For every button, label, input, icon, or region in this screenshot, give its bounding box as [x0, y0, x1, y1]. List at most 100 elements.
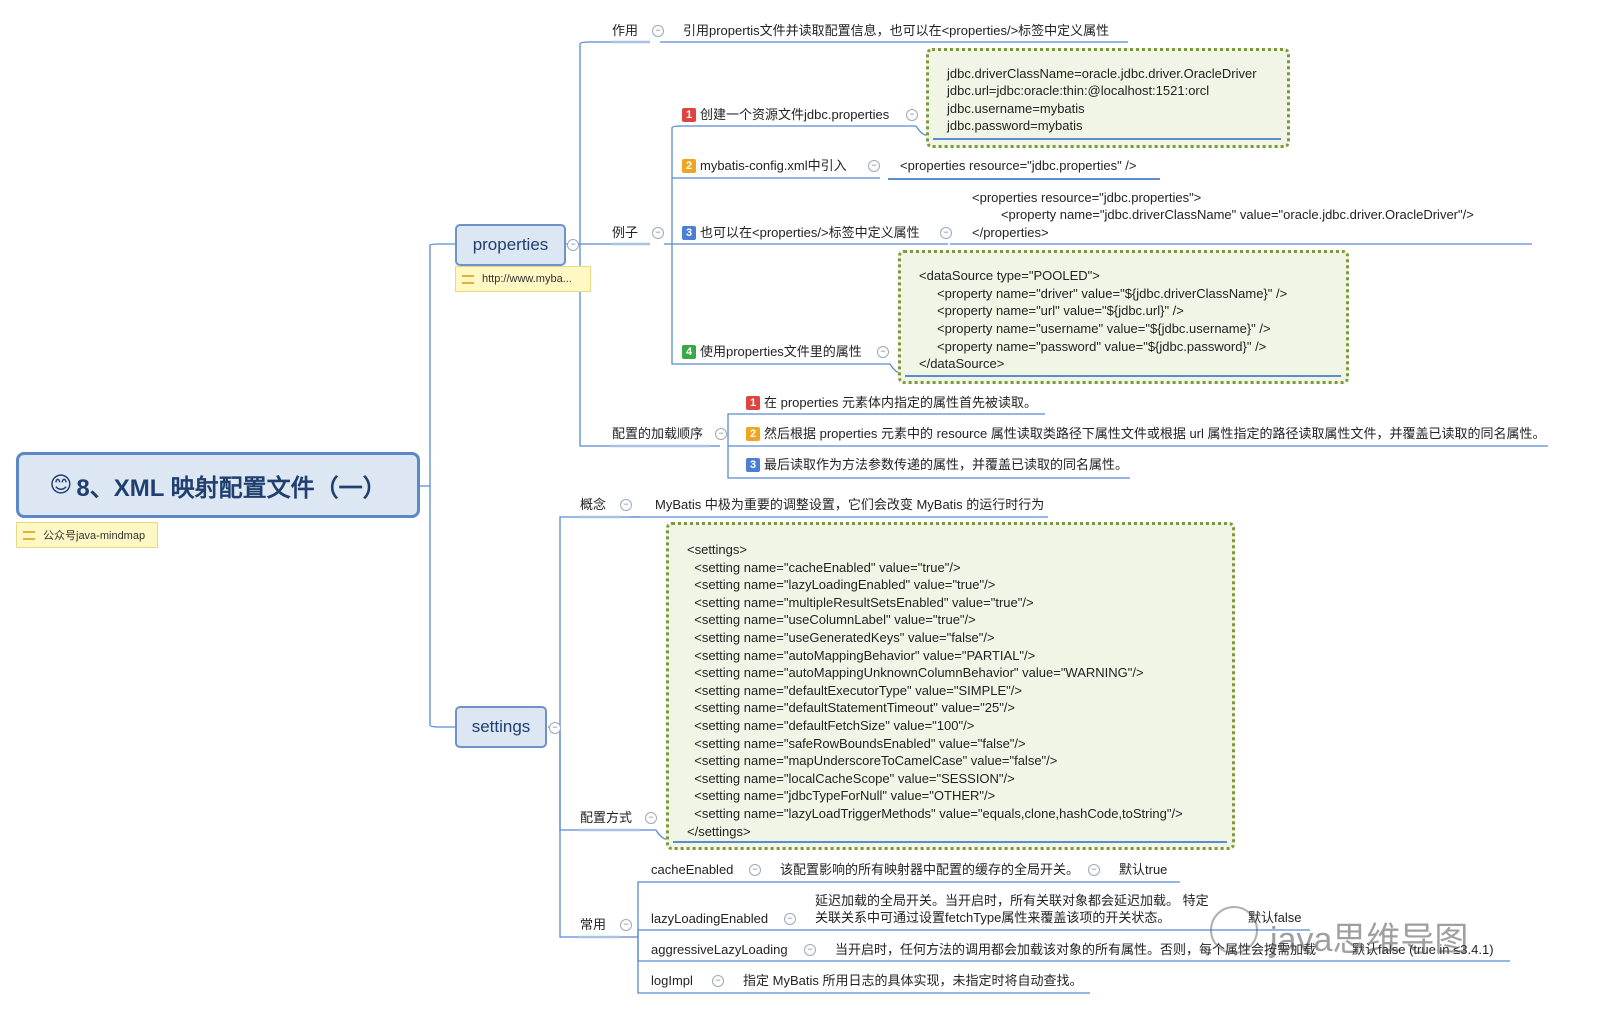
code-line: jdbc.username=mybatis	[947, 101, 1085, 116]
collapse-icon[interactable]: −	[620, 499, 632, 511]
collapse-icon[interactable]: −	[749, 864, 761, 876]
common-label[interactable]: 常用	[580, 917, 607, 932]
code-line: <setting name="safeRowBoundsEnabled" val…	[687, 735, 1026, 751]
common-item-desc[interactable]: 该配置影响的所有映射器中配置的缓存的全局开关。	[780, 862, 1080, 877]
code-line: <property name="username" value="${jdbc.…	[919, 321, 1271, 336]
priority-4-icon: 4	[682, 345, 696, 359]
settings-code-box[interactable]: <settings> <setting name="cacheEnabled" …	[666, 522, 1235, 850]
order-item-2[interactable]: 2 然后根据 properties 元素中的 resource 属性读取类路径下属…	[746, 426, 1546, 442]
properties-note-text: http://www.myba...	[482, 273, 572, 285]
jdbc-properties-code-box[interactable]: jdbc.driverClassName=oracle.jdbc.driver.…	[926, 48, 1290, 148]
datasource-code-box[interactable]: <dataSource type="POOLED"> <property nam…	[898, 250, 1349, 384]
settings-label: settings	[471, 717, 531, 736]
code-line: <settings>	[687, 542, 747, 557]
lizi-item-3-code-line[interactable]: <properties resource="jdbc.properties">	[972, 190, 1202, 205]
collapse-icon[interactable]: −	[868, 160, 880, 172]
code-line: <setting name="autoMappingBehavior" valu…	[687, 647, 1036, 663]
code-line: jdbc.url=jdbc:oracle:thin:@localhost:152…	[947, 83, 1210, 98]
code-line: <setting name="lazyLoadTriggerMethods" v…	[687, 806, 1183, 821]
lizi-item-2-label: mybatis-config.xml中引入	[700, 158, 847, 173]
common-item-name[interactable]: lazyLoadingEnabled	[651, 911, 769, 926]
common-item-name[interactable]: aggressiveLazyLoading	[651, 942, 788, 957]
code-line: jdbc.password=mybatis	[947, 118, 1083, 133]
common-item-desc[interactable]: 指定 MyBatis 所用日志的具体实现，未指定时将自动查找。	[743, 973, 1083, 988]
common-item-desc[interactable]: 当开启时，任何方法的调用都会加载该对象的所有属性。否则，每个属性会按需加载	[835, 942, 1317, 957]
collapse-icon[interactable]: −	[906, 109, 918, 121]
watermark: java思维导图	[1270, 921, 1469, 959]
collapse-icon[interactable]: −	[712, 975, 724, 987]
common-item-default[interactable]: 默认true	[1119, 862, 1168, 877]
collapse-icon[interactable]: −	[940, 227, 952, 239]
lizi-item-3-code-line[interactable]: <property name="jdbc.driverClassName" va…	[972, 207, 1474, 222]
smile-emoji-icon: 😊	[49, 472, 73, 497]
collapse-icon[interactable]: −	[549, 722, 561, 734]
common-item-default[interactable]: 默认false (true in ≤3.4.1)	[1352, 942, 1494, 957]
collapse-icon[interactable]: −	[715, 428, 727, 440]
code-line: <setting name="defaultStatementTimeout" …	[687, 700, 1016, 716]
concept-text[interactable]: MyBatis 中极为重要的调整设置，它们会改变 MyBatis 的运行时行为	[655, 497, 1045, 512]
code-line: <setting name="useGeneratedKeys" value="…	[687, 630, 995, 645]
collapse-icon[interactable]: −	[652, 227, 664, 239]
common-item-default[interactable]: 默认false	[1248, 910, 1302, 925]
code-line: </dataSource>	[919, 356, 1005, 371]
code-line: <setting name="localCacheScope" value="S…	[687, 770, 1015, 786]
code-line: jdbc.driverClassName=oracle.jdbc.driver.…	[947, 66, 1257, 81]
code-line: <property name="driver" value="${jdbc.dr…	[919, 286, 1288, 301]
collapse-icon[interactable]: −	[804, 944, 816, 956]
settings-topic[interactable]: settings	[455, 706, 547, 748]
priority-3-icon: 3	[746, 458, 760, 472]
root-note-text: 公众号java-mindmap	[43, 530, 146, 542]
root-title: 8、XML 映射配置文件（一）	[76, 474, 387, 502]
underline	[673, 841, 1227, 843]
order-item-1-text: 在 properties 元素体内指定的属性首先被读取。	[764, 395, 1038, 410]
underline	[933, 138, 1281, 140]
code-line: <setting name="useColumnLabel" value="tr…	[687, 612, 976, 628]
lizi-item-4-label: 使用properties文件里的属性	[700, 344, 862, 359]
priority-2-icon: 2	[682, 159, 696, 173]
collapse-icon[interactable]: −	[645, 812, 657, 824]
properties-topic[interactable]: properties	[455, 224, 566, 266]
zuoyong-label[interactable]: 作用	[612, 23, 639, 38]
code-line: <property name="password" value="${jdbc.…	[919, 339, 1267, 354]
lizi-item-3-code-line[interactable]: </properties>	[972, 225, 1049, 240]
collapse-icon[interactable]: −	[1088, 864, 1100, 876]
properties-label: properties	[472, 235, 549, 254]
code-line: <setting name="multipleResultSetsEnabled…	[687, 594, 1034, 610]
code-line: <dataSource type="POOLED">	[919, 268, 1100, 283]
root-topic[interactable]: 😊 8、XML 映射配置文件（一）	[16, 452, 420, 518]
underline	[888, 178, 1160, 180]
code-line: <setting name="cacheEnabled" value="true…	[687, 559, 961, 575]
order-item-3[interactable]: 3 最后读取作为方法参数传递的属性，并覆盖已读取的同名属性。	[746, 457, 1128, 473]
common-item-desc[interactable]: 延迟加载的全局开关。当开启时，所有关联对象都会延迟加载。 特定	[815, 893, 1209, 908]
properties-note[interactable]: http://www.myba...	[455, 266, 591, 292]
order-item-3-text: 最后读取作为方法参数传递的属性，并覆盖已读取的同名属性。	[764, 457, 1129, 472]
common-item-name[interactable]: logImpl	[651, 973, 693, 988]
lizi-item-2[interactable]: 2 mybatis-config.xml中引入	[682, 158, 847, 174]
lizi-item-4[interactable]: 4 使用properties文件里的属性	[682, 344, 862, 360]
root-note[interactable]: 公众号java-mindmap	[16, 522, 158, 548]
lizi-item-2-text[interactable]: <properties resource="jdbc.properties" /…	[900, 158, 1137, 173]
collapse-icon[interactable]: −	[567, 239, 579, 251]
priority-2-icon: 2	[746, 427, 760, 441]
collapse-icon[interactable]: −	[652, 25, 664, 37]
code-line: <property name="url" value="${jdbc.url}"…	[919, 303, 1184, 318]
common-item-name[interactable]: cacheEnabled	[651, 862, 734, 877]
order-item-2-text: 然后根据 properties 元素中的 resource 属性读取类路径下属性…	[764, 426, 1546, 441]
code-line: </settings>	[687, 823, 751, 839]
zuoyong-text[interactable]: 引用propertis文件并读取配置信息，也可以在<properties/>标签…	[683, 23, 1110, 38]
config-label[interactable]: 配置方式	[580, 810, 633, 825]
code-line: <setting name="mapUnderscoreToCamelCase"…	[687, 753, 1058, 769]
lizi-label[interactable]: 例子	[612, 225, 639, 240]
collapse-icon[interactable]: −	[620, 919, 632, 931]
underline	[905, 375, 1341, 377]
concept-label[interactable]: 概念	[580, 497, 607, 512]
collapse-icon[interactable]: −	[877, 346, 889, 358]
order-label[interactable]: 配置的加载顺序	[612, 426, 704, 441]
collapse-icon[interactable]: −	[784, 913, 796, 925]
common-item-desc-line2[interactable]: 关联关系中可通过设置fetchType属性来覆盖该项的开关状态。	[815, 910, 1171, 925]
lizi-item-1-label: 创建一个资源文件jdbc.properties	[700, 107, 890, 122]
